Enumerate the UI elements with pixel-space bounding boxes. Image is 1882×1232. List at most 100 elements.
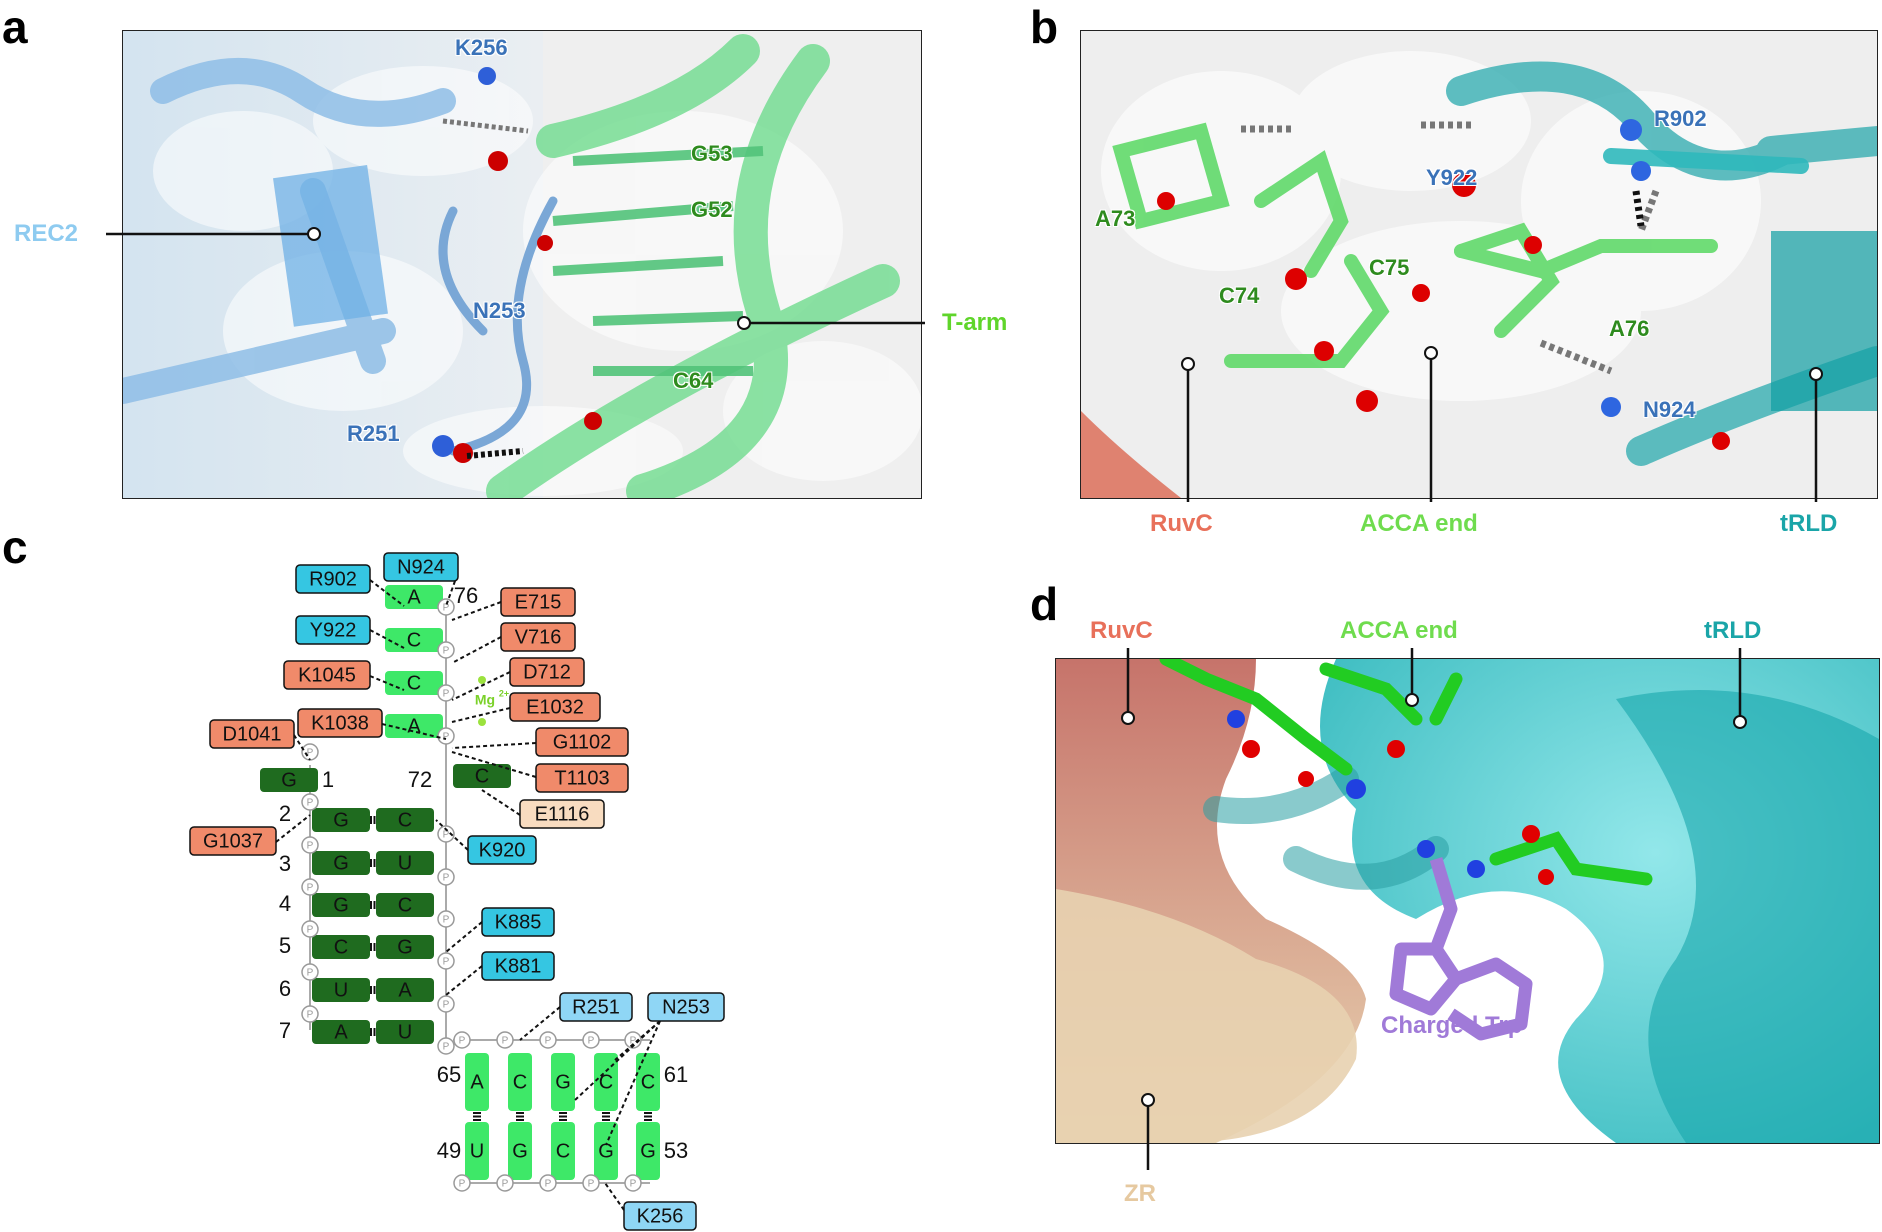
residue-n924: N924 (1643, 397, 1696, 422)
tag-r902 (295, 564, 371, 594)
tag-k885 (481, 907, 555, 937)
ruvc-b-callout-dot (1181, 357, 1195, 371)
ruvc-b-label: RuvC (1150, 510, 1213, 537)
nucleotide-acceptor-right-6-letter: U (398, 1021, 412, 1043)
nucleotide-loop-top-3 (594, 1053, 618, 1111)
phosphate-loop-bottom-1 (496, 1174, 514, 1192)
nucleotide-acceptor-left-0 (260, 768, 318, 792)
nucleotide-acceptor-right-3-letter: C (398, 894, 412, 916)
nucleotide-acceptor-left-4 (312, 935, 370, 959)
nucleotide-acceptor-left-3 (312, 893, 370, 917)
nucleotide-acceptor-left-1-letter: G (333, 809, 349, 831)
residue-k256: K256 (455, 35, 508, 60)
tag-k920 (467, 835, 537, 865)
nucleotide-loop-bottom-4-letter: G (640, 1140, 656, 1162)
number-n2: 2 (279, 801, 291, 826)
interaction-d1041-0 (293, 734, 311, 761)
phosphate-loop-top-3-letter: P (588, 1036, 595, 1047)
phosphate-loop-top-0 (453, 1031, 471, 1049)
phosphate-acceptor-left-3 (301, 878, 319, 896)
residue-a73: A73 (1095, 206, 1136, 231)
residue-c75: C75 (1369, 255, 1410, 280)
nucleotide-top-0-letter: A (407, 586, 421, 608)
interaction-e1032-0 (451, 707, 511, 723)
tag-t1103-label: T1103 (554, 767, 609, 789)
interaction-n924-0 (445, 580, 456, 607)
residue-g52: G52 (691, 197, 733, 222)
interaction-k256-0 (604, 1182, 625, 1211)
tarm-callout-dot (737, 316, 751, 330)
tag-k256-label: K256 (637, 1205, 684, 1227)
interaction-g1102-0 (451, 742, 537, 749)
interaction-g1037-0 (275, 814, 311, 843)
nucleotide-loop-bottom-2 (551, 1122, 575, 1180)
acca-b-label: ACCA end (1360, 510, 1478, 537)
panel-d-letter: d (1030, 578, 1059, 630)
nucleotide-acceptor-right-6 (376, 1020, 434, 1044)
number-n6: 6 (279, 976, 291, 1001)
tag-k1045 (283, 660, 371, 690)
tag-k1045-label: K1045 (298, 664, 356, 686)
phosphate-acceptor-right-5 (437, 995, 455, 1013)
tag-k256 (623, 1201, 697, 1231)
interaction-n253-2 (614, 1020, 661, 1061)
ruvc-d-callout-dot (1121, 711, 1135, 725)
rec2-callout-dot (307, 227, 321, 241)
tag-g1037 (189, 826, 277, 856)
panel-a-image: K256 G53 G52 N253 C64 R251 (122, 30, 922, 499)
nucleotide-top-2-letter: C (407, 672, 421, 694)
nucleotide-acceptor-right-4 (376, 935, 434, 959)
interaction-d712-0 (451, 671, 511, 701)
nucleotide-loop-top-0 (465, 1053, 489, 1111)
number-n7: 7 (279, 1018, 291, 1043)
nucleotide-loop-top-4-letter: C (641, 1071, 655, 1093)
interaction-t1103-0 (451, 751, 537, 778)
nucleotide-loop-top-3-letter: C (599, 1071, 613, 1093)
phosphate-acceptor-left-4-letter: P (307, 925, 314, 936)
nucleotide-acceptor-right-2 (376, 851, 434, 875)
zr-label: ZR (1124, 1180, 1156, 1207)
phosphate-loop-top-1-letter: P (502, 1036, 509, 1047)
tag-r251 (559, 992, 633, 1022)
mg-dot-2 (478, 718, 486, 726)
phosphate-loop-top-2-letter: P (545, 1036, 552, 1047)
interaction-v716-0 (451, 636, 502, 664)
phosphate-loop-top-4 (624, 1031, 642, 1049)
tag-g1102 (535, 727, 629, 757)
phosphate-top-3-letter: P (443, 732, 450, 743)
nucleotide-acceptor-right-1-letter: C (398, 809, 412, 831)
phosphate-acceptor-right-3-letter: P (443, 915, 450, 926)
tag-e1032-label: E1032 (526, 696, 584, 718)
nucleotide-acceptor-left-0-letter: G (281, 769, 297, 791)
phosphate-acceptor-left-1 (301, 793, 319, 811)
phosphate-loop-bottom-1-letter: P (502, 1179, 509, 1190)
tag-y922-label: Y922 (310, 619, 357, 641)
tag-g1037-label: G1037 (203, 830, 263, 852)
tag-k881-label: K881 (495, 955, 542, 977)
phosphate-top-3 (437, 727, 455, 745)
tag-n924 (383, 552, 459, 582)
residue-c74: C74 (1219, 283, 1260, 308)
phosphate-acceptor-left-6-letter: P (307, 1010, 314, 1021)
mg-label: Mg (475, 692, 495, 708)
phosphate-acceptor-right-6 (437, 1037, 455, 1055)
nucleotide-loop-top-2 (551, 1053, 575, 1111)
tag-d1041-label: D1041 (223, 723, 282, 745)
phosphate-loop-top-0-letter: P (459, 1036, 466, 1047)
acca-b-callout-dot (1424, 346, 1438, 360)
number-n53: 53 (664, 1138, 688, 1163)
nucleotide-acceptor-left-2 (312, 851, 370, 875)
interaction-k885-0 (445, 921, 483, 953)
panel-a-letter: a (2, 1, 28, 53)
number-n72: 72 (408, 767, 432, 792)
nucleotide-acceptor-left-4-letter: C (334, 936, 348, 958)
charged-trp-label: Charged Trp (1381, 1012, 1523, 1039)
number-n5: 5 (279, 933, 291, 958)
phosphate-acceptor-left-0-letter: P (307, 748, 314, 759)
nucleotide-top-1 (385, 628, 443, 652)
phosphate-loop-top-4-letter: P (630, 1036, 637, 1047)
phosphate-loop-top-2 (539, 1031, 557, 1049)
